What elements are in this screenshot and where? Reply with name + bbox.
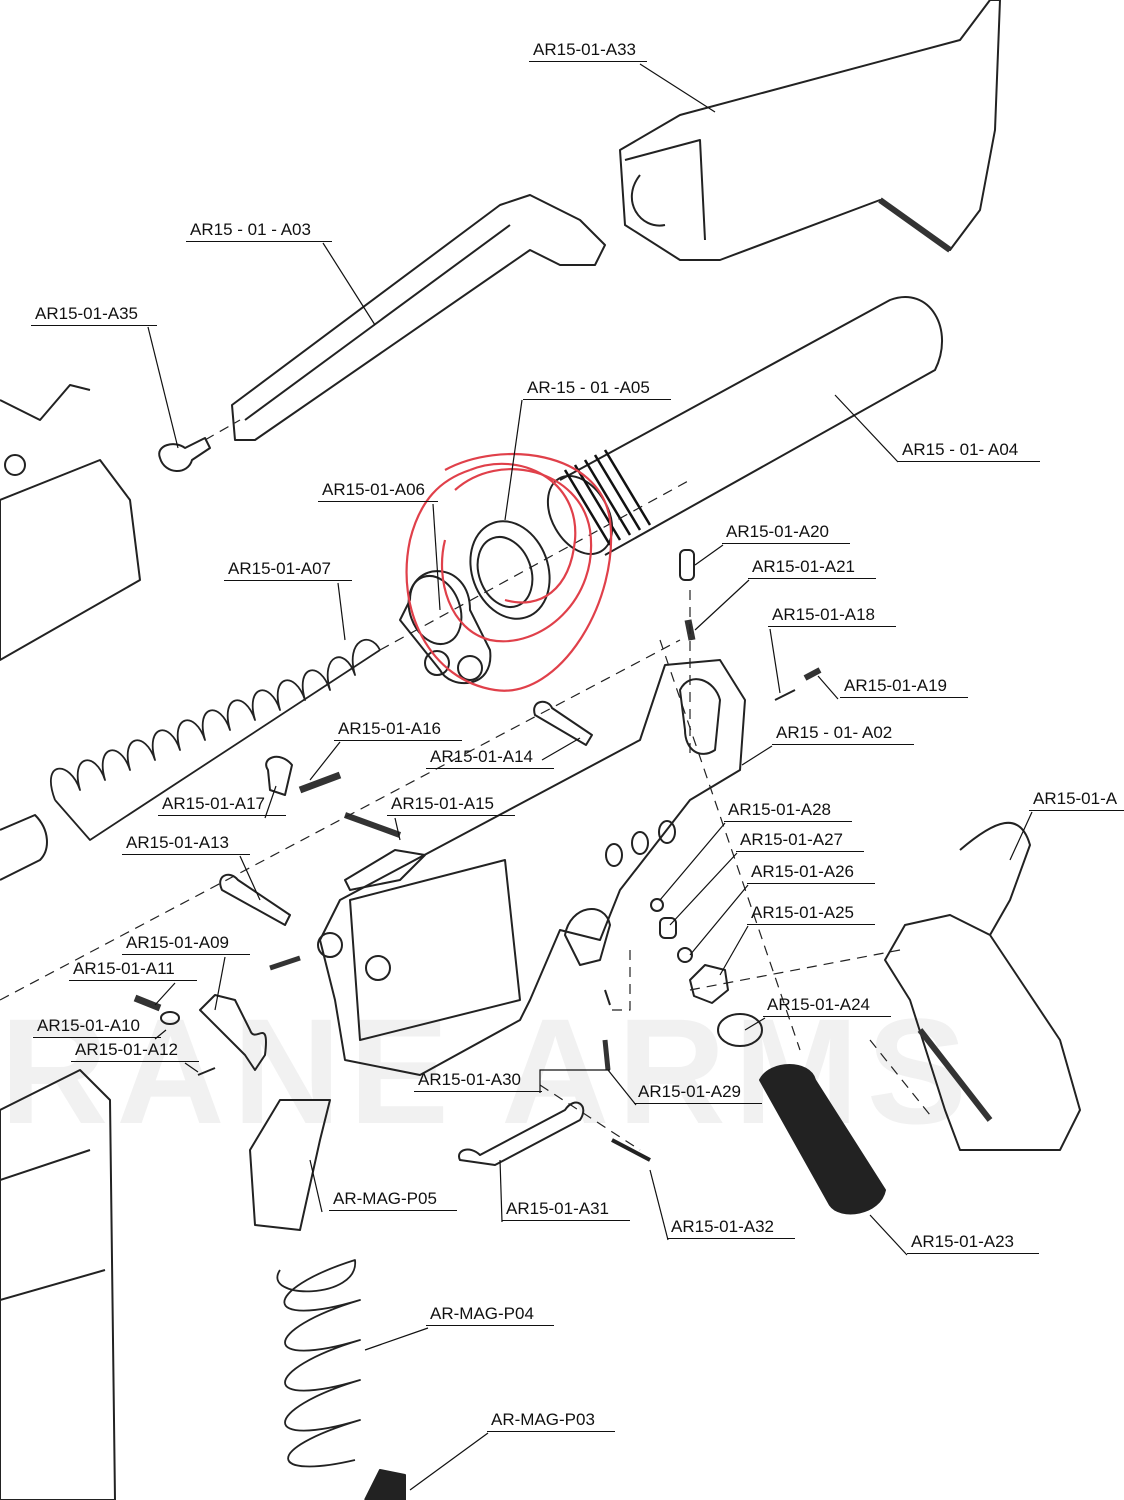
part-label-a28: AR15-01-A28 — [724, 801, 852, 822]
takedown-pin-part — [533, 700, 593, 746]
part-label-a18: AR15-01-A18 — [768, 606, 896, 627]
magazine-part — [0, 1069, 116, 1500]
trigger-part — [564, 908, 611, 966]
part-label-a20: AR15-01-A20 — [722, 523, 850, 544]
buffer-spring-part — [49, 639, 381, 841]
buffer-tube-part — [559, 296, 944, 556]
part-label-p03: AR-MAG-P03 — [487, 1411, 615, 1432]
trigger-guard-part — [458, 1101, 585, 1166]
part-label-a10: AR15-01-A10 — [33, 1017, 161, 1038]
end-plate-part — [399, 570, 492, 684]
part-label-a35: AR15-01-A35 — [31, 305, 157, 326]
part-label-a07: AR15-01-A07 — [224, 560, 352, 581]
part-label-a02: AR15 - 01- A02 — [772, 724, 914, 745]
part-label-a12: AR15-01-A12 — [71, 1041, 199, 1062]
part-label-a17: AR15-01-A17 — [158, 795, 286, 816]
mag-spring-part — [276, 1259, 361, 1468]
part-label-a06: AR15-01-A06 — [318, 481, 438, 502]
part-label-a15: AR15-01-A15 — [387, 795, 515, 816]
part-label-a26: AR15-01-A26 — [747, 863, 875, 884]
part-label-a30: AR15-01-A30 — [414, 1071, 542, 1092]
pivot-pin-part — [219, 873, 291, 926]
bolt-catch-part — [199, 994, 267, 1071]
part-label-a24: AR15-01-A24 — [763, 996, 891, 1017]
part-label-a05: AR-15 - 01 -A05 — [523, 379, 671, 400]
part-label-a03: AR15 - 01 - A03 — [186, 221, 332, 242]
leader-lines — [147, 63, 1033, 1491]
part-label-a21: AR15-01-A21 — [748, 558, 876, 579]
part-label-a31: AR15-01-A31 — [502, 1200, 630, 1221]
part-label-a04: AR15 - 01- A04 — [898, 441, 1040, 462]
part-label-a25: AR15-01-A25 — [747, 904, 875, 925]
part-label-a09: AR15-01-A09 — [122, 934, 250, 955]
part-label-a33: AR15-01-A33 — [529, 41, 647, 62]
red-circle-annotation — [405, 453, 613, 692]
pin-a35-part — [158, 437, 211, 472]
lower-receiver-part — [319, 659, 746, 1076]
grip-nut-part — [717, 1013, 763, 1047]
charging-handle-part — [231, 194, 606, 441]
pistol-grip-part — [884, 914, 1081, 1151]
part-label-a11: AR15-01-A11 — [69, 960, 197, 981]
grip-tube-part — [759, 1064, 886, 1215]
part-label-a29: AR15-01-A29 — [634, 1083, 762, 1104]
part-label-p05: AR-MAG-P05 — [329, 1190, 457, 1211]
part-label-a14: AR15-01-A14 — [426, 748, 554, 769]
part-label-a23: AR15-01-A23 — [907, 1233, 1039, 1254]
part-label-p04: AR-MAG-P04 — [426, 1305, 554, 1326]
part-label-a27: AR15-01-A27 — [736, 831, 864, 852]
part-label-a32: AR15-01-A32 — [667, 1218, 795, 1239]
part-label-grip: AR15-01-A — [1029, 790, 1124, 811]
part-label-a16: AR15-01-A16 — [334, 720, 462, 741]
buffer-part — [0, 814, 48, 881]
part-label-a19: AR15-01-A19 — [840, 677, 968, 698]
part-label-a13: AR15-01-A13 — [122, 834, 250, 855]
upper-receiver-part — [0, 459, 141, 661]
buttstock-part — [619, 0, 1001, 261]
castle-nut-part — [469, 520, 551, 620]
mag-follower-part — [249, 1099, 331, 1231]
hex-nut-part — [689, 964, 729, 1004]
